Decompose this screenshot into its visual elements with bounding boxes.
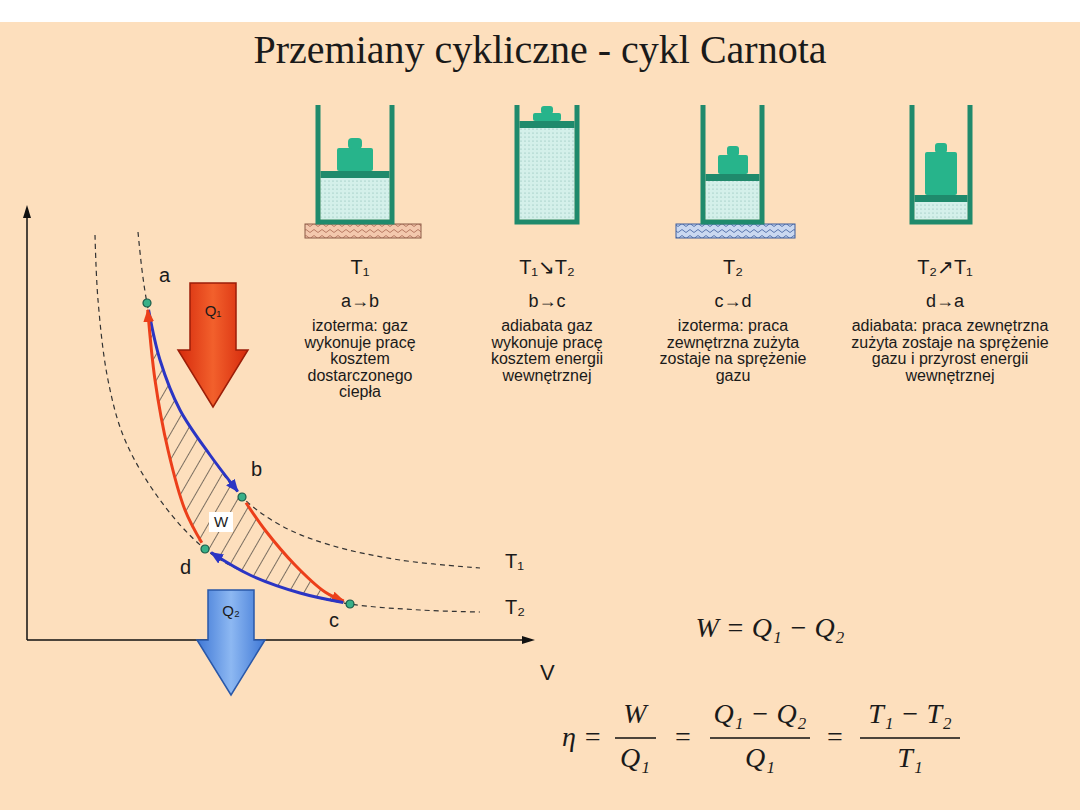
axes xyxy=(23,205,535,644)
point-marker xyxy=(237,492,247,502)
point-dot xyxy=(201,545,209,553)
piston xyxy=(915,195,968,202)
fraction-numerator: T₁ − T₂ xyxy=(868,698,952,730)
cylinder-wall xyxy=(517,105,577,222)
fraction-bar xyxy=(860,737,960,739)
fraction-denominator: T₁ xyxy=(897,742,922,774)
p-axis xyxy=(26,215,28,640)
cylinder-wall xyxy=(703,105,762,222)
point-marker xyxy=(345,599,355,609)
point-dot xyxy=(238,493,246,501)
axis-arrowhead xyxy=(23,205,31,218)
isotherm-label: T₂ xyxy=(505,596,525,619)
fraction-denominator: Q₁ xyxy=(745,742,775,774)
cylinder-heater xyxy=(305,105,421,238)
weight xyxy=(337,148,373,171)
heat-out-arrow: Q₂ xyxy=(197,590,265,695)
adiabat-expansion xyxy=(246,503,344,601)
equals-sign: = xyxy=(675,721,691,753)
piston xyxy=(520,121,575,128)
cylinder-insulated xyxy=(912,105,970,222)
block-arrow xyxy=(178,283,248,407)
point-marker xyxy=(200,544,210,554)
gas xyxy=(321,178,390,220)
cylinder-insulated xyxy=(517,105,577,222)
title: Przemiany cykliczne - cykl Carnota xyxy=(0,28,1080,72)
gas xyxy=(520,128,575,220)
step-label: a→b xyxy=(341,291,379,312)
temperature-label: T₂↗T₁ xyxy=(917,256,973,279)
v-axis xyxy=(27,639,525,641)
point-marker xyxy=(142,298,152,308)
block-arrow-shape xyxy=(197,590,265,695)
step-description: adiabata gaz wykonuje pracę kosztem ener… xyxy=(477,318,617,384)
heat-label: Q₂ xyxy=(197,603,265,620)
point-label: d xyxy=(180,556,191,578)
piston xyxy=(706,174,760,181)
work-label: W xyxy=(214,514,228,531)
cooler-plate xyxy=(676,224,795,238)
fraction-bars xyxy=(615,737,960,739)
point-label: a xyxy=(159,264,170,286)
heat-label: Q₁ xyxy=(178,303,248,320)
temperature-label: T₁ xyxy=(351,256,370,279)
weight xyxy=(348,138,362,149)
point-dot xyxy=(346,600,354,608)
temperature-label: T₂ xyxy=(723,256,743,279)
weight xyxy=(935,143,947,153)
isotherm-label: T₁ xyxy=(505,550,524,573)
cylinder-cooler xyxy=(676,105,795,238)
isotherm-curve xyxy=(138,232,480,568)
heater-plate xyxy=(305,224,421,238)
axis-arrowhead xyxy=(522,636,535,644)
state-point: a xyxy=(142,298,152,308)
gas xyxy=(706,181,760,220)
cylinder-wall xyxy=(318,105,392,222)
equals-sign: = xyxy=(827,721,843,753)
fraction-bar xyxy=(615,737,656,739)
step-label: b→c xyxy=(528,291,565,312)
axis-label: V xyxy=(540,660,555,685)
weight xyxy=(533,113,561,121)
state-point: d xyxy=(200,544,210,554)
point-label: b xyxy=(251,458,262,480)
cylinder-wall xyxy=(912,105,970,222)
step-label: d→a xyxy=(926,291,964,312)
gas xyxy=(915,202,968,220)
weight xyxy=(718,155,748,174)
fraction-bar xyxy=(710,737,810,739)
weight xyxy=(925,152,957,195)
step-description: izoterma: praca zewnętrzna zużyta zostaj… xyxy=(646,318,821,384)
temperature-label: T₁↘T₂ xyxy=(519,256,575,279)
pv-curves xyxy=(95,232,480,612)
fraction-numerator: W xyxy=(623,698,646,730)
point-dot xyxy=(143,299,151,307)
piston xyxy=(321,171,390,178)
step-description: adiabata: praca zewnętrzna zużyta zostaj… xyxy=(836,318,1064,384)
efficiency-symbol: η = xyxy=(562,721,602,753)
work-formula: W = Q₁ − Q₂ xyxy=(695,612,844,644)
weight xyxy=(727,146,739,156)
state-point: c xyxy=(345,599,355,609)
heat-in-arrow: Q₁ xyxy=(178,283,248,407)
point-label: c xyxy=(329,609,339,631)
work-label-box: W xyxy=(209,512,233,533)
fraction-numerator: Q₁ − Q₂ xyxy=(714,698,807,730)
step-label: c→d xyxy=(714,291,751,312)
step-description: izoterma: gaz wykonuje pracę kosztem dos… xyxy=(290,318,430,401)
weight xyxy=(541,106,553,114)
isotherm-curve xyxy=(95,235,480,612)
state-point: b xyxy=(237,492,247,502)
block-arrow-shape xyxy=(178,283,248,407)
fraction-denominator: Q₁ xyxy=(620,742,650,774)
